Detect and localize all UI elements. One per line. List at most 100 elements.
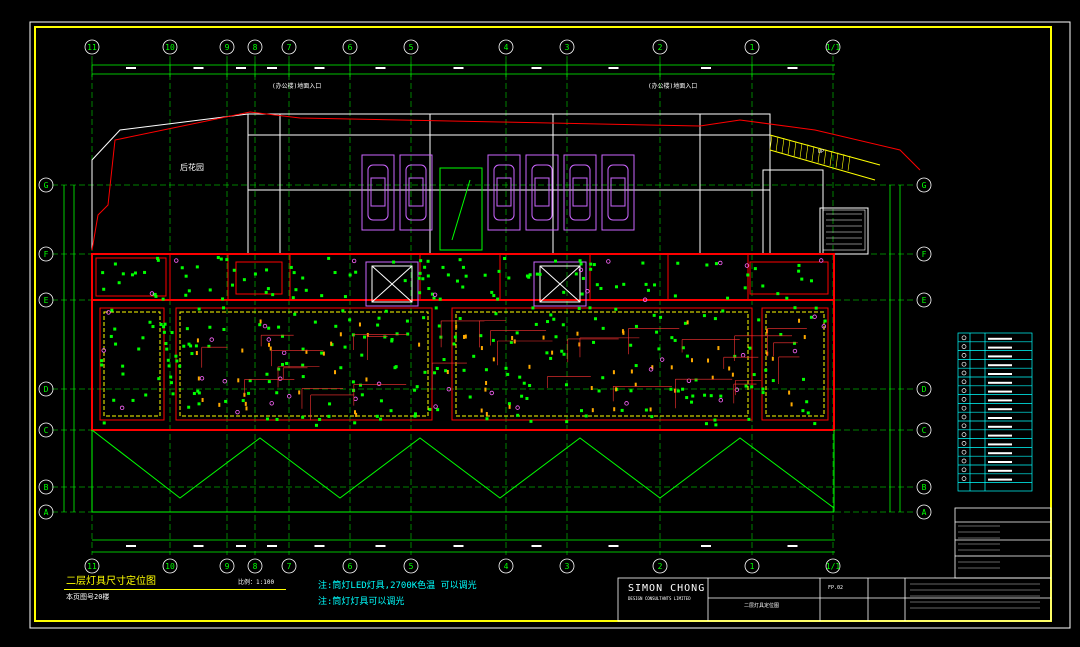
svg-text:E: E bbox=[922, 296, 927, 305]
sheet-scale: 比例：1:100 bbox=[238, 579, 275, 586]
grid-bubble-bottom-6: 6 bbox=[342, 558, 358, 574]
svg-text:4: 4 bbox=[504, 562, 509, 571]
grid-bubble-bottom-9: 9 bbox=[219, 558, 235, 574]
svg-text:C: C bbox=[922, 426, 927, 435]
grid-bubbles-bottom: 11 10 9 8 7 6 5 4 3 2 1 1/1 bbox=[84, 558, 840, 574]
entrance-note-left: (办公楼)地面入口 bbox=[272, 83, 322, 90]
svg-text:10: 10 bbox=[165, 43, 175, 52]
grid-bubble-bottom-10: 10 bbox=[162, 558, 178, 574]
inner-walls bbox=[95, 254, 829, 421]
svg-text:8: 8 bbox=[253, 43, 258, 52]
light-fixtures-orange bbox=[195, 318, 806, 417]
light-fixtures-green bbox=[100, 256, 827, 427]
drawing-title: 二层灯具定位图 bbox=[744, 603, 780, 609]
grid-bubble-top-4: 4 bbox=[498, 39, 514, 55]
svg-text:1: 1 bbox=[750, 43, 755, 52]
grid-bubble-right-C: C bbox=[916, 422, 932, 438]
grid-bubble-top-5: 5 bbox=[403, 39, 419, 55]
svg-text:G: G bbox=[44, 181, 49, 190]
grid-bubble-top-3: 3 bbox=[559, 39, 575, 55]
stair-box bbox=[822, 209, 866, 251]
svg-text:2: 2 bbox=[658, 562, 663, 571]
car bbox=[563, 154, 597, 231]
grid-lines-horizontal bbox=[52, 184, 915, 513]
svg-text:1/1: 1/1 bbox=[826, 43, 841, 52]
svg-text:7: 7 bbox=[287, 43, 292, 52]
svg-text:A: A bbox=[922, 508, 927, 517]
svg-text:D: D bbox=[44, 385, 49, 394]
grid-bubble-right-B: B bbox=[916, 479, 932, 495]
terrace bbox=[91, 429, 835, 513]
grid-bubble-bottom-5: 5 bbox=[403, 558, 419, 574]
legend-table bbox=[957, 332, 1033, 492]
svg-text:F: F bbox=[922, 250, 927, 259]
grid-bubble-top-8: 8 bbox=[247, 39, 263, 55]
main-floor-walls bbox=[91, 253, 835, 431]
svg-text:B: B bbox=[922, 483, 927, 492]
title-block-rows bbox=[910, 525, 1040, 609]
note-line-2: 注:筒灯灯具可以调光 bbox=[318, 597, 405, 607]
grid-bubble-left-D: D bbox=[38, 381, 54, 397]
svg-text:F: F bbox=[44, 250, 49, 259]
svg-text:9: 9 bbox=[225, 562, 230, 571]
inner-frame bbox=[34, 26, 1052, 622]
svg-text:C: C bbox=[44, 426, 49, 435]
grid-bubble-bottom-8: 8 bbox=[247, 558, 263, 574]
grid-bubble-bottom-3: 3 bbox=[559, 558, 575, 574]
stair-ramp bbox=[769, 134, 881, 181]
svg-text:3: 3 bbox=[565, 562, 570, 571]
svg-text:1: 1 bbox=[750, 562, 755, 571]
svg-text:G: G bbox=[922, 181, 927, 190]
svg-text:5: 5 bbox=[409, 43, 414, 52]
grid-bubble-bottom-1/1: 1/1 bbox=[825, 558, 840, 574]
grid-bubble-right-D: D bbox=[916, 381, 932, 397]
elevators bbox=[371, 265, 581, 303]
grid-bubble-bottom-4: 4 bbox=[498, 558, 514, 574]
grid-bubble-bottom-2: 2 bbox=[652, 558, 668, 574]
ramp bbox=[439, 167, 483, 251]
grid-bubble-bottom-1: 1 bbox=[744, 558, 760, 574]
svg-text:8: 8 bbox=[253, 562, 258, 571]
grid-bubble-right-F: F bbox=[916, 246, 932, 262]
grid-bubble-left-A: A bbox=[38, 504, 54, 520]
grid-bubble-right-A: A bbox=[916, 504, 932, 520]
drawing-number: FP.02 bbox=[828, 585, 844, 591]
ceiling-outline bbox=[103, 311, 825, 417]
car bbox=[525, 154, 559, 231]
grid-bubble-right-G: G bbox=[916, 177, 932, 193]
garden-boundary bbox=[91, 113, 249, 250]
svg-text:B: B bbox=[44, 483, 49, 492]
grid-bubble-top-9: 9 bbox=[219, 39, 235, 55]
grid-bubbles-right: G F E D C B A bbox=[916, 177, 932, 520]
svg-text:9: 9 bbox=[225, 43, 230, 52]
svg-text:11: 11 bbox=[87, 562, 97, 571]
grid-bubble-top-6: 6 bbox=[342, 39, 358, 55]
note-line-1: 注:筒灯LED灯具,2700K色温 可以调光 bbox=[318, 581, 477, 591]
grid-bubble-top-7: 7 bbox=[281, 39, 297, 55]
side-dimensions bbox=[63, 185, 901, 512]
stair-label: UP bbox=[818, 149, 825, 155]
svg-text:A: A bbox=[44, 508, 49, 517]
svg-text:4: 4 bbox=[504, 43, 509, 52]
grid-bubble-left-E: E bbox=[38, 292, 54, 308]
grid-bubble-bottom-11: 11 bbox=[84, 558, 100, 574]
room-label-garden: 后花园 bbox=[180, 163, 204, 172]
entrance-note-right: (办公楼)地面入口 bbox=[648, 83, 698, 90]
grid-bubble-top-1: 1 bbox=[744, 39, 760, 55]
svg-text:10: 10 bbox=[165, 562, 175, 571]
grid-bubble-bottom-7: 7 bbox=[281, 558, 297, 574]
car bbox=[487, 154, 521, 231]
svg-text:6: 6 bbox=[348, 43, 353, 52]
svg-text:3: 3 bbox=[565, 43, 570, 52]
svg-text:E: E bbox=[44, 296, 49, 305]
svg-text:11: 11 bbox=[87, 43, 97, 52]
sheet-title: 二层灯具尺寸定位图 bbox=[66, 576, 156, 587]
grid-bubble-left-F: F bbox=[38, 246, 54, 262]
grid-bubble-left-B: B bbox=[38, 479, 54, 495]
light-circuits bbox=[201, 320, 807, 421]
grid-bubble-left-C: C bbox=[38, 422, 54, 438]
sheet-title-underline bbox=[64, 589, 286, 590]
